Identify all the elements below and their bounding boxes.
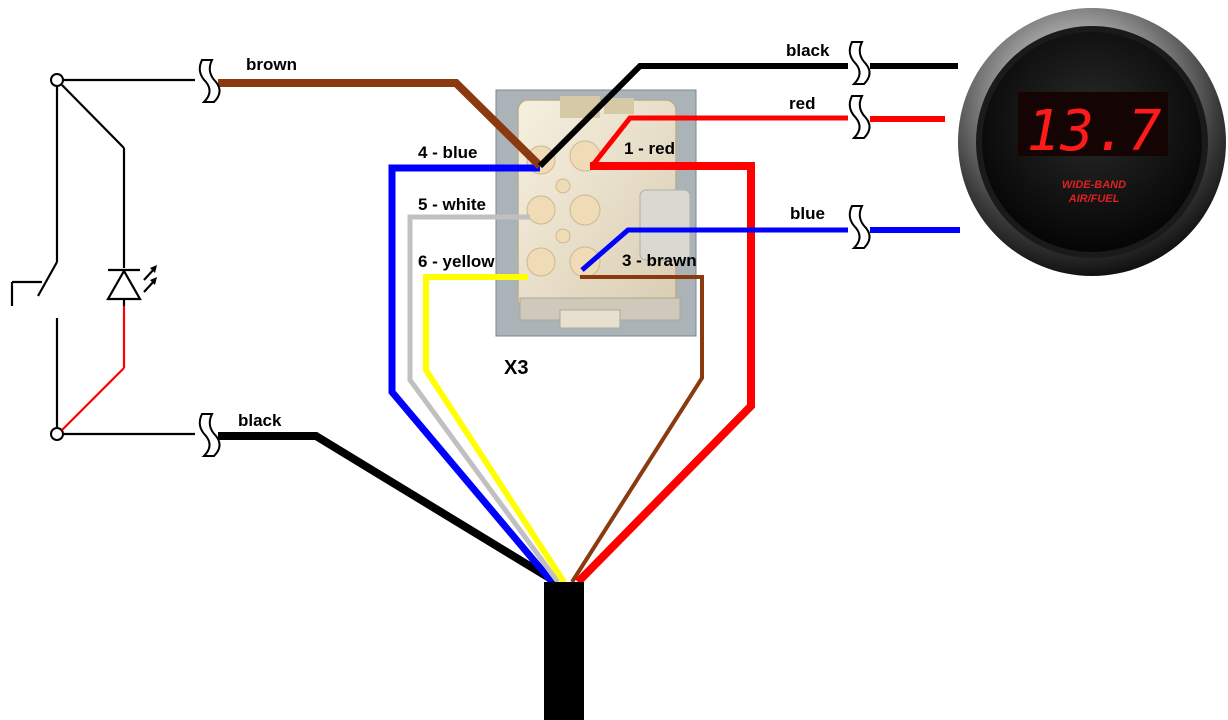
gauge-caption-line1: WIDE-BAND [1062,179,1126,191]
label-blue-top: blue [790,204,825,223]
label-pin5: 5 - white [418,195,486,214]
connector-x3 [495,89,697,337]
label-pin6: 6 - yellow [418,252,495,271]
cable-sheath [544,582,584,720]
signal-wires [218,63,960,272]
gauge-caption-line2: AIR/FUEL [1068,193,1120,205]
label-black-top: black [786,41,830,60]
label-brown: brown [246,55,297,74]
gauge-reading: 13.7 [1027,99,1162,164]
cable-wires [218,162,755,586]
label-pin1: 1 - red [624,139,675,158]
label-black-left: black [238,411,282,430]
label-pin3: 3 - brawn [622,251,697,270]
wire-break-symbols [198,41,871,457]
air-fuel-gauge [958,8,1226,276]
label-red-top: red [789,94,815,113]
connector-x3-label: X3 [504,357,528,379]
label-pin4: 4 - blue [418,143,478,162]
switch-led-circuit [10,73,195,441]
